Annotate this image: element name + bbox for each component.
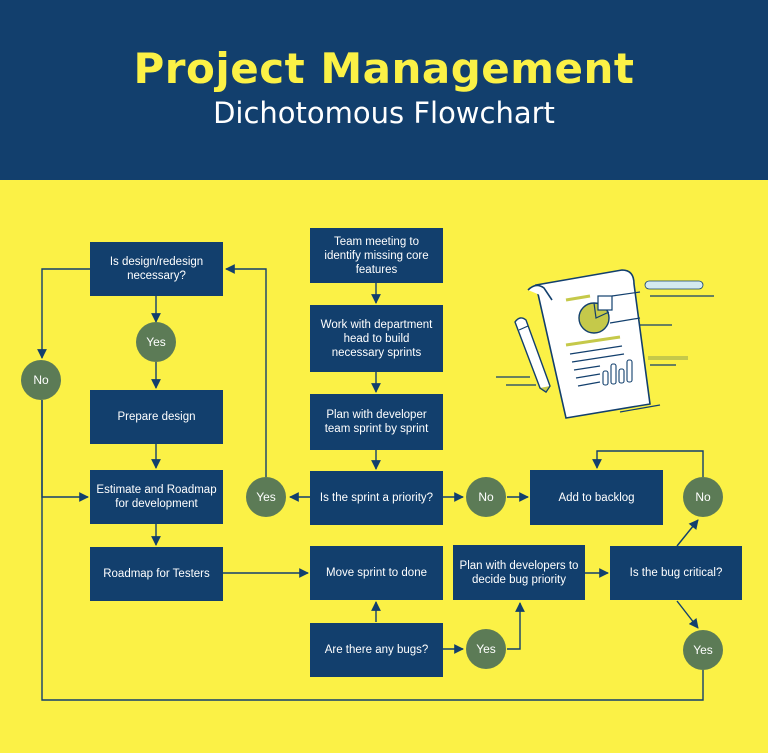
node-bugs-question: Are there any bugs?: [310, 623, 443, 677]
connector-critical-no: [676, 519, 699, 547]
node-team-meeting: Team meeting to identify missing core fe…: [310, 228, 443, 283]
connector-yes-design: [225, 264, 267, 477]
decision-no-design: No: [21, 360, 61, 400]
decision-yes-bugs: Yes: [466, 629, 506, 669]
node-priority-question: Is the sprint a priority?: [310, 471, 443, 525]
node-roadmap-testers: Roadmap for Testers: [90, 547, 223, 601]
decision-no-priority: No: [466, 477, 506, 517]
decision-yes-priority: Yes: [246, 477, 286, 517]
node-critical-question: Is the bug critical?: [610, 546, 742, 600]
connector-yes-planbug: [507, 602, 525, 650]
page-title: Project Management: [133, 44, 635, 93]
node-design-question: Is design/redesign necessary?: [90, 242, 223, 296]
node-prepare-design: Prepare design: [90, 390, 223, 444]
node-plan-bug-priority: Plan with developers to decide bug prior…: [453, 545, 585, 600]
node-work-department: Work with department head to build neces…: [310, 305, 443, 372]
decision-yes-critical: Yes: [683, 630, 723, 670]
decision-no-critical: No: [683, 477, 723, 517]
node-estimate-roadmap: Estimate and Roadmap for development: [90, 470, 223, 524]
decision-yes-design: Yes: [136, 322, 176, 362]
header-banner: Project Management Dichotomous Flowchart: [0, 0, 768, 180]
connector-no-estimate: [41, 400, 89, 502]
node-move-sprint-done: Move sprint to done: [310, 546, 443, 600]
connector-critical-yes: [676, 600, 699, 629]
node-plan-developer: Plan with developer team sprint by sprin…: [310, 394, 443, 450]
node-add-backlog: Add to backlog: [530, 470, 663, 525]
connector-no-backlog-loop: [592, 450, 704, 477]
connector-yes-loop-bottom: [41, 400, 704, 701]
connector-design-no: [37, 268, 90, 359]
page-subtitle: Dichotomous Flowchart: [213, 96, 555, 130]
report-illustration: [496, 269, 714, 419]
